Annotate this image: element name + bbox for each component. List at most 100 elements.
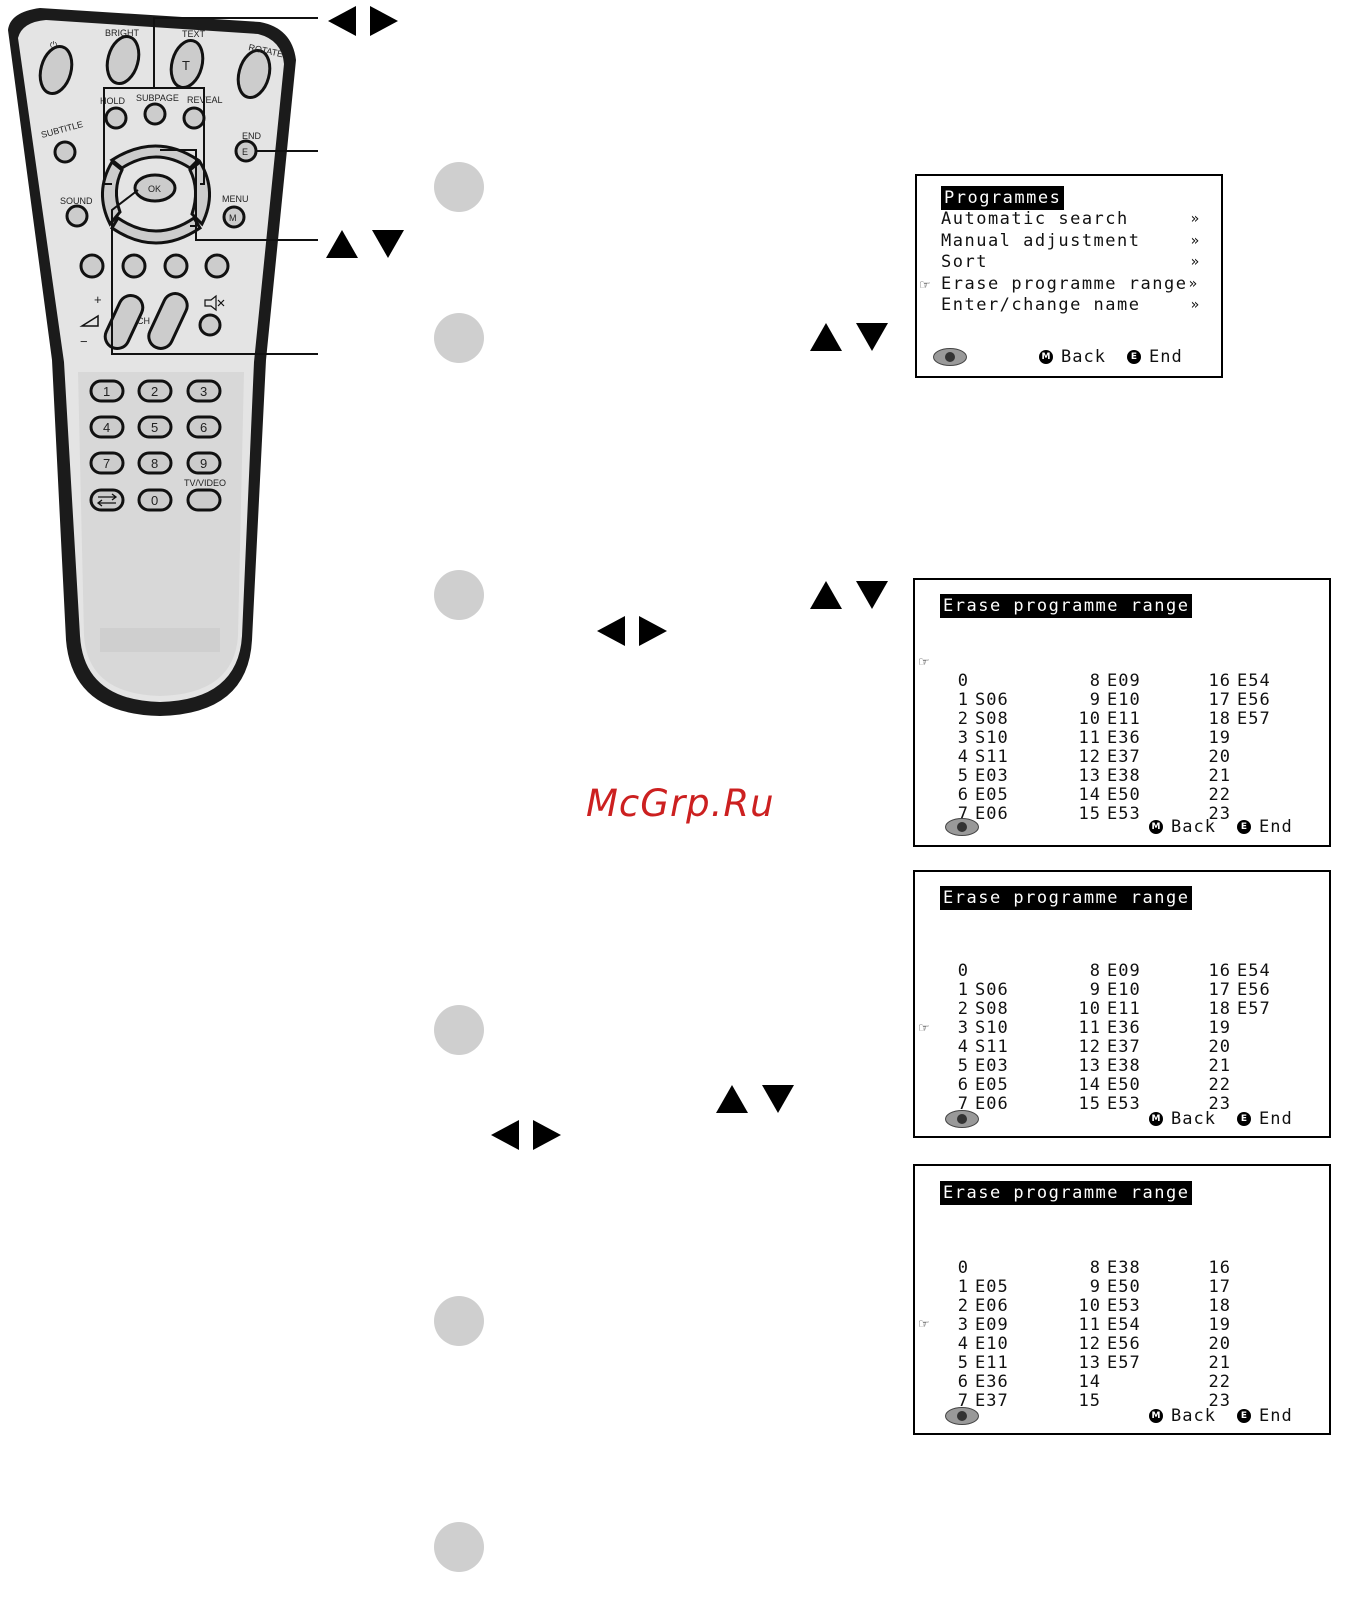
num-button-2[interactable] [137, 379, 173, 403]
end-label: End [1259, 1109, 1293, 1129]
num-label-5: 5 [151, 420, 158, 435]
submenu-arrow-icon: » [1190, 233, 1199, 249]
num-label-1: 1 [103, 384, 110, 399]
num-button-8[interactable] [137, 451, 173, 475]
callout-up-down-line [160, 149, 318, 241]
joystick-icon [933, 348, 967, 366]
menu-item-label: Erase programme range [941, 274, 1188, 294]
callout-left-right-line [103, 17, 318, 185]
menu-item-sort[interactable]: Sort [941, 251, 988, 273]
subpage-label: SUBPAGE [136, 93, 179, 103]
menu-item-label: Sort [941, 252, 988, 272]
num-button-4[interactable] [89, 415, 125, 439]
subtitle-button[interactable] [53, 140, 77, 164]
rotate-button[interactable] [233, 47, 274, 101]
bright-button[interactable] [102, 33, 143, 87]
num-button-9[interactable] [186, 451, 222, 475]
num-button-5[interactable] [137, 415, 173, 439]
channel-rocker[interactable] [145, 290, 191, 353]
pointer-icon: ☞ [920, 275, 930, 294]
ok-button[interactable] [133, 173, 177, 203]
submenu-arrow-icon: » [1188, 276, 1197, 292]
nav-up-button[interactable] [109, 144, 201, 170]
up-down-arrows-step-4 [716, 1085, 794, 1113]
left-right-arrows-step-4 [491, 1120, 561, 1150]
return-icon [96, 493, 118, 507]
num-button-3[interactable] [186, 379, 222, 403]
osd-title: Erase programme range [940, 1181, 1193, 1205]
programmes-menu-screen: Programmes Automatic search » Manual adj… [915, 174, 1223, 378]
menu-item-enter-change-name[interactable]: Enter/change name [941, 294, 1141, 316]
ch-label: CH [137, 316, 150, 326]
num-button-6[interactable] [186, 415, 222, 439]
left-right-arrows-top [328, 6, 398, 36]
num-button-0[interactable] [137, 488, 173, 512]
yellow-button[interactable] [163, 253, 189, 279]
joystick-icon [945, 1110, 979, 1128]
remote-control: ⏻ BRIGHT TEXT T ROTATE HOLD SUBPAGE REVE… [8, 8, 318, 716]
num-button-7[interactable] [89, 451, 125, 475]
menu-item-label: Manual adjustment [941, 231, 1141, 251]
left-arrow-icon [328, 6, 356, 36]
blue-button[interactable] [204, 253, 230, 279]
end-label: End [1149, 347, 1183, 367]
return-button[interactable] [89, 488, 125, 512]
power-button[interactable] [35, 43, 76, 97]
number-pad: 1 2 3 4 5 6 7 8 9 0 TV/VIDEO [89, 379, 226, 512]
red-button[interactable] [79, 253, 105, 279]
sound-label: SOUND [60, 196, 93, 206]
menu-label: MENU [222, 194, 249, 204]
step-circle-1 [434, 162, 484, 212]
menu-button[interactable] [222, 205, 246, 229]
footer-back: M Back [1039, 346, 1106, 368]
num-label-4: 4 [103, 420, 110, 435]
reveal-button[interactable] [182, 106, 206, 130]
num-label-2: 2 [151, 384, 158, 399]
back-label: Back [1171, 1109, 1216, 1129]
hold-button[interactable] [104, 106, 128, 130]
step-circle-2 [434, 313, 484, 363]
green-button[interactable] [121, 253, 147, 279]
text-button-glyph: T [182, 58, 190, 73]
step-circle-6 [434, 1522, 484, 1572]
num-button-1[interactable] [89, 379, 125, 403]
subpage-button[interactable] [143, 102, 167, 126]
menu-item-erase-programme-range[interactable]: Erase programme range [941, 273, 1187, 295]
submenu-arrow-icon: » [1190, 211, 1199, 227]
sound-button[interactable] [65, 204, 89, 228]
num-label-6: 6 [200, 420, 207, 435]
nav-down-button[interactable] [109, 215, 203, 245]
footer-end: E End [1127, 346, 1183, 368]
num-label-9: 9 [200, 456, 207, 471]
tv-video-button[interactable] [186, 488, 222, 512]
end-key-icon: E [1237, 1409, 1251, 1423]
watermark-text: McGrp.Ru [586, 782, 775, 825]
submenu-arrow-icon: » [1190, 254, 1199, 270]
menu-item-label: Automatic search [941, 209, 1129, 229]
tv-video-label: TV/VIDEO [184, 478, 226, 488]
footer-back: M Back [1149, 1405, 1216, 1427]
left-arrow-icon [491, 1120, 519, 1150]
menu-item-automatic-search[interactable]: Automatic search [941, 208, 1203, 230]
left-arrow-icon [597, 616, 625, 646]
hold-label: HOLD [100, 96, 126, 106]
up-arrow-icon [326, 230, 358, 258]
step-circle-5 [434, 1296, 484, 1346]
up-down-arrows-remote [326, 230, 404, 258]
mute-button[interactable] [198, 313, 222, 337]
down-arrow-icon [856, 581, 888, 609]
footer-end: E End [1237, 1405, 1293, 1427]
pointer-icon: ☞ [919, 1314, 929, 1333]
menu-item-manual-adjustment[interactable]: Manual adjustment [941, 230, 1141, 252]
back-label: Back [1171, 1406, 1216, 1426]
back-label: Back [1171, 817, 1216, 837]
